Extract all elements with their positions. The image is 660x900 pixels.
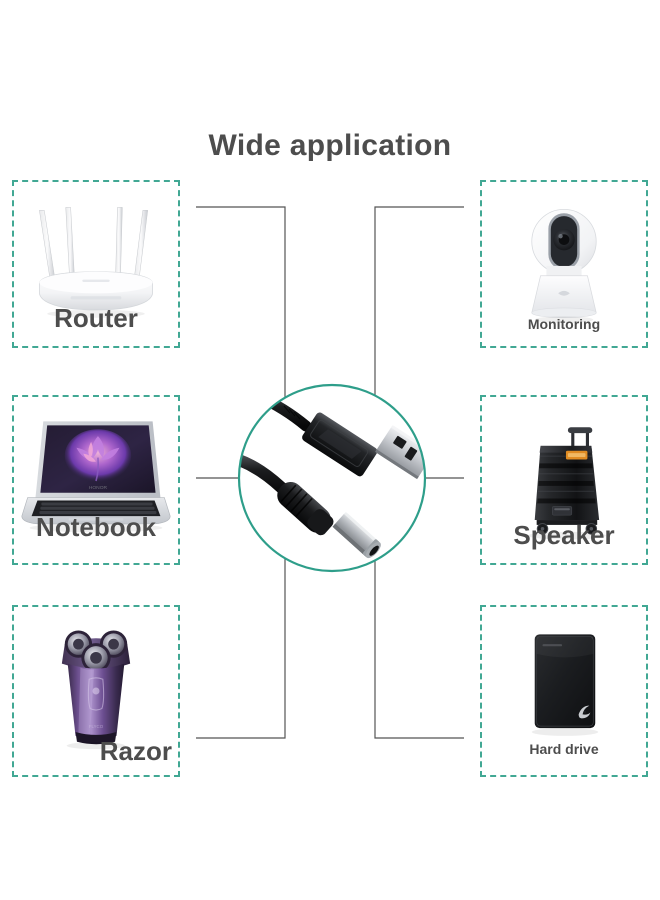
laptop-icon: HONOR	[21, 421, 171, 533]
panel-label-notebook: Notebook	[36, 512, 156, 542]
wifi-router-icon	[38, 207, 154, 318]
trolley-speaker-icon	[527, 427, 606, 540]
panel-harddrive[interactable]: Hard drive	[480, 605, 648, 777]
product-circle-outline	[237, 383, 427, 573]
panel-razor[interactable]: FLYCO Razor	[12, 605, 180, 777]
panel-router[interactable]: Router	[12, 180, 180, 348]
connector-harddrive	[374, 490, 464, 739]
panel-notebook[interactable]: HONOR Notebook	[12, 395, 180, 565]
panel-label-router: Router	[54, 303, 138, 333]
panel-label-razor: Razor	[99, 736, 172, 766]
connector-monitoring	[374, 206, 464, 468]
center-product-image	[237, 383, 427, 573]
connector-router	[196, 206, 286, 468]
panel-speaker[interactable]: Speaker	[480, 395, 648, 565]
security-camera-icon	[531, 208, 597, 324]
panel-label-harddrive: Hard drive	[529, 741, 599, 757]
page-title: Wide application	[208, 129, 452, 162]
svg-text:FLYCO: FLYCO	[89, 724, 104, 729]
electric-shaver-icon: FLYCO	[61, 630, 131, 750]
panel-label-speaker: Speaker	[513, 520, 615, 550]
external-hdd-icon	[531, 634, 599, 736]
svg-text:HONOR: HONOR	[89, 485, 108, 491]
connector-razor	[196, 490, 286, 739]
panel-label-monitoring: Monitoring	[527, 316, 601, 332]
panel-monitoring[interactable]: Monitoring	[480, 180, 648, 348]
